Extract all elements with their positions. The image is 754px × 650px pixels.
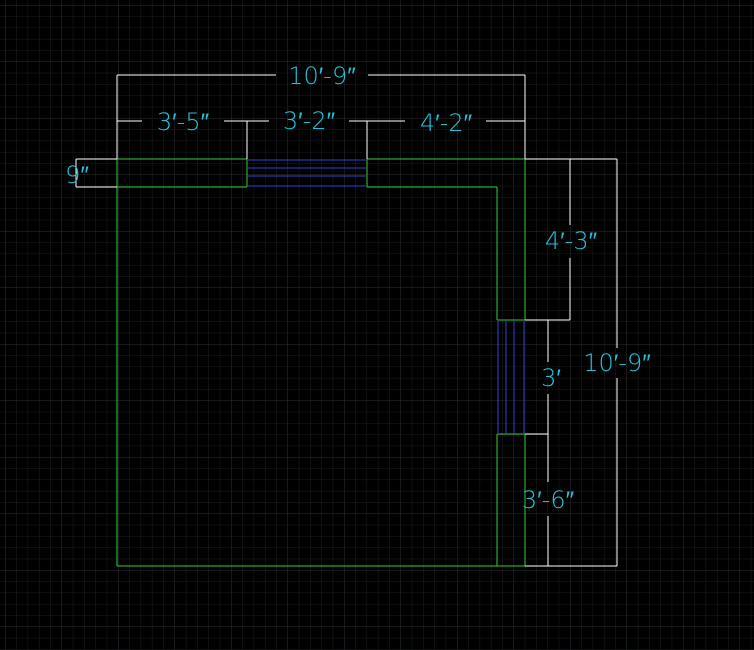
window-right[interactable]: [497, 321, 525, 433]
dim-right-upper[interactable]: 4′-3″: [545, 227, 598, 255]
dim-segment-window-top[interactable]: 3′-2″: [283, 107, 336, 135]
dim-segment-left[interactable]: 3′-5″: [157, 108, 210, 136]
dim-right-window[interactable]: 3′: [541, 364, 561, 392]
dimension-lines: [75, 74, 618, 567]
window-top[interactable]: [248, 159, 366, 187]
dim-wall-thickness[interactable]: 9″: [65, 161, 89, 189]
dim-overall-height[interactable]: 10′-9″: [583, 349, 651, 377]
dim-segment-right[interactable]: 4′-2″: [420, 109, 473, 137]
dim-overall-width[interactable]: 10′-9″: [288, 62, 356, 90]
dim-right-lower[interactable]: 3′-6″: [522, 486, 575, 514]
walls: [116, 158, 526, 567]
